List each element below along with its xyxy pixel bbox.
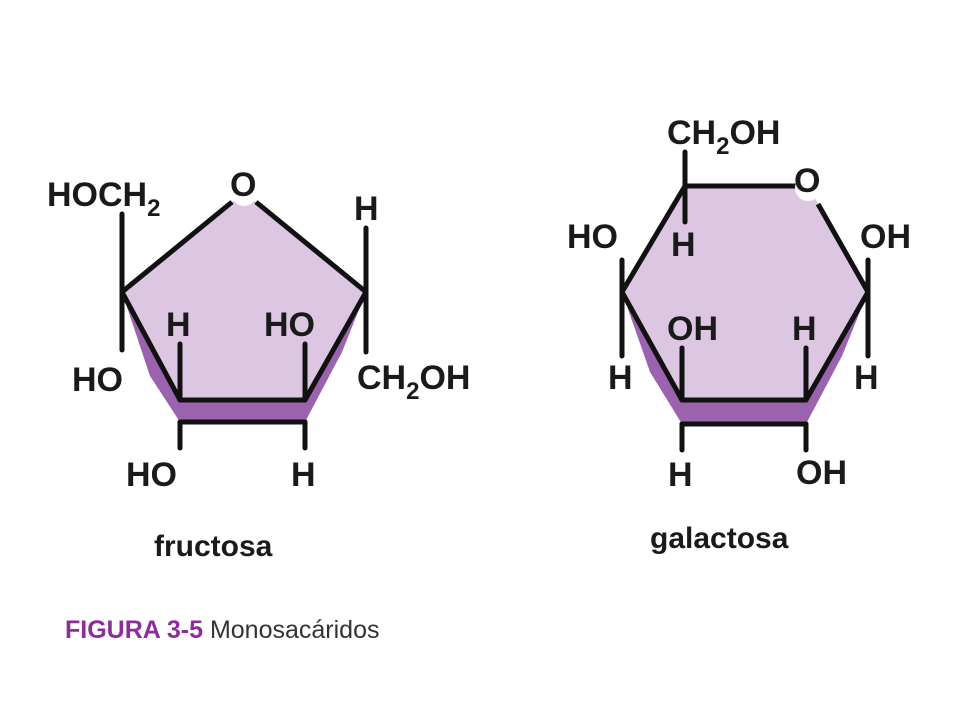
figure-caption: FIGURA 3-5 Monosacáridos xyxy=(65,616,379,645)
galactose-c1-h-label: H xyxy=(854,359,879,397)
galactose-c2-oh-label: OH xyxy=(796,454,847,492)
fructose-ring-side-right xyxy=(305,292,366,422)
fructose-ring-front-face xyxy=(180,400,305,422)
galactose-ring-oxygen-halo xyxy=(795,175,821,201)
fructose-c3-ho-label: HO xyxy=(126,456,177,494)
galactose-structure: CH2OH O H HO OH OH H H H H OH galactosa xyxy=(567,114,911,555)
fructose-ring-bonds xyxy=(119,200,369,403)
galactose-ring-oxygen: O xyxy=(794,162,820,200)
fructose-c4-ho-label: HO xyxy=(264,306,315,344)
fructose-c5-ho-label: HO xyxy=(72,361,123,399)
galactose-name: galactosa xyxy=(650,522,789,555)
galactose-c1-oh-label: OH xyxy=(860,218,911,256)
caption-label: FIGURA 3-5 xyxy=(65,616,203,644)
galactose-ch2oh-label: CH2OH xyxy=(667,114,780,160)
fructose-ring-oxygen: O xyxy=(230,166,256,204)
galactose-c3-oh-label: OH xyxy=(667,310,718,348)
fructose-ring-oxygen-halo xyxy=(231,180,257,206)
fructose-ring-side-left xyxy=(122,292,180,422)
fructose-c2-ch2oh-label: CH2OH xyxy=(357,359,470,405)
fructose-structure: O HOCH2 H CH2OH HO H HO HO H fructosa xyxy=(47,166,470,563)
fructose-hoch2-label: HOCH2 xyxy=(47,176,160,222)
galactose-ring-side-left xyxy=(622,292,682,424)
galactose-ring-front-face xyxy=(682,400,806,424)
fructose-name: fructosa xyxy=(154,530,273,563)
galactose-c2-h-label: H xyxy=(792,310,817,348)
galactose-ring-side-right xyxy=(806,292,868,424)
galactose-c4-h-label: H xyxy=(608,359,633,397)
fructose-c3-h-label: H xyxy=(291,456,316,494)
galactose-c3-h-label: H xyxy=(668,456,693,494)
galactose-c4-ho-label: HO xyxy=(567,218,618,256)
caption-text: Monosacáridos xyxy=(209,616,380,644)
fructose-c4-h-label: H xyxy=(166,306,191,344)
fructose-c2-h-label: H xyxy=(354,190,379,228)
galactose-c5-h-label: H xyxy=(671,226,696,264)
